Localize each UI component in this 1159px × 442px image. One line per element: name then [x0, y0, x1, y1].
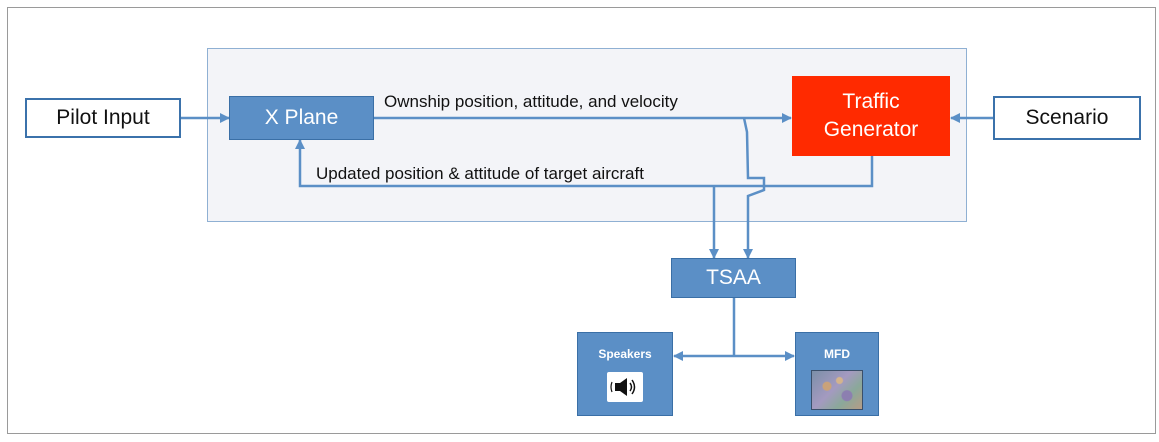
traffic-generator-node: Traffic Generator	[792, 76, 950, 156]
speakers-label: Speakers	[598, 347, 652, 361]
updated-edge-label: Updated position & attitude of target ai…	[316, 164, 644, 183]
map-display-icon	[811, 370, 863, 410]
x-plane-label: X Plane	[264, 106, 339, 129]
pilot-input-label: Pilot Input	[56, 106, 150, 129]
speakers-node: Speakers	[577, 332, 673, 416]
pilot-input-node: Pilot Input	[25, 98, 181, 138]
tsaa-node: TSAA	[671, 258, 796, 298]
speaker-icon	[607, 372, 643, 402]
traffic-generator-label-line2: Generator	[823, 118, 919, 141]
x-plane-node: X Plane	[229, 96, 374, 140]
edge-ownship-to-tsaa	[742, 117, 766, 259]
tsaa-label: TSAA	[706, 266, 761, 289]
ownship-edge-label: Ownship position, attitude, and velocity	[384, 92, 678, 111]
scenario-node: Scenario	[993, 96, 1141, 140]
edge-traffic-to-xplane	[295, 139, 874, 188]
mfd-node: MFD	[795, 332, 879, 416]
mfd-label: MFD	[824, 347, 850, 361]
traffic-generator-label-line1: Traffic	[842, 90, 900, 113]
scenario-label: Scenario	[1025, 106, 1109, 129]
